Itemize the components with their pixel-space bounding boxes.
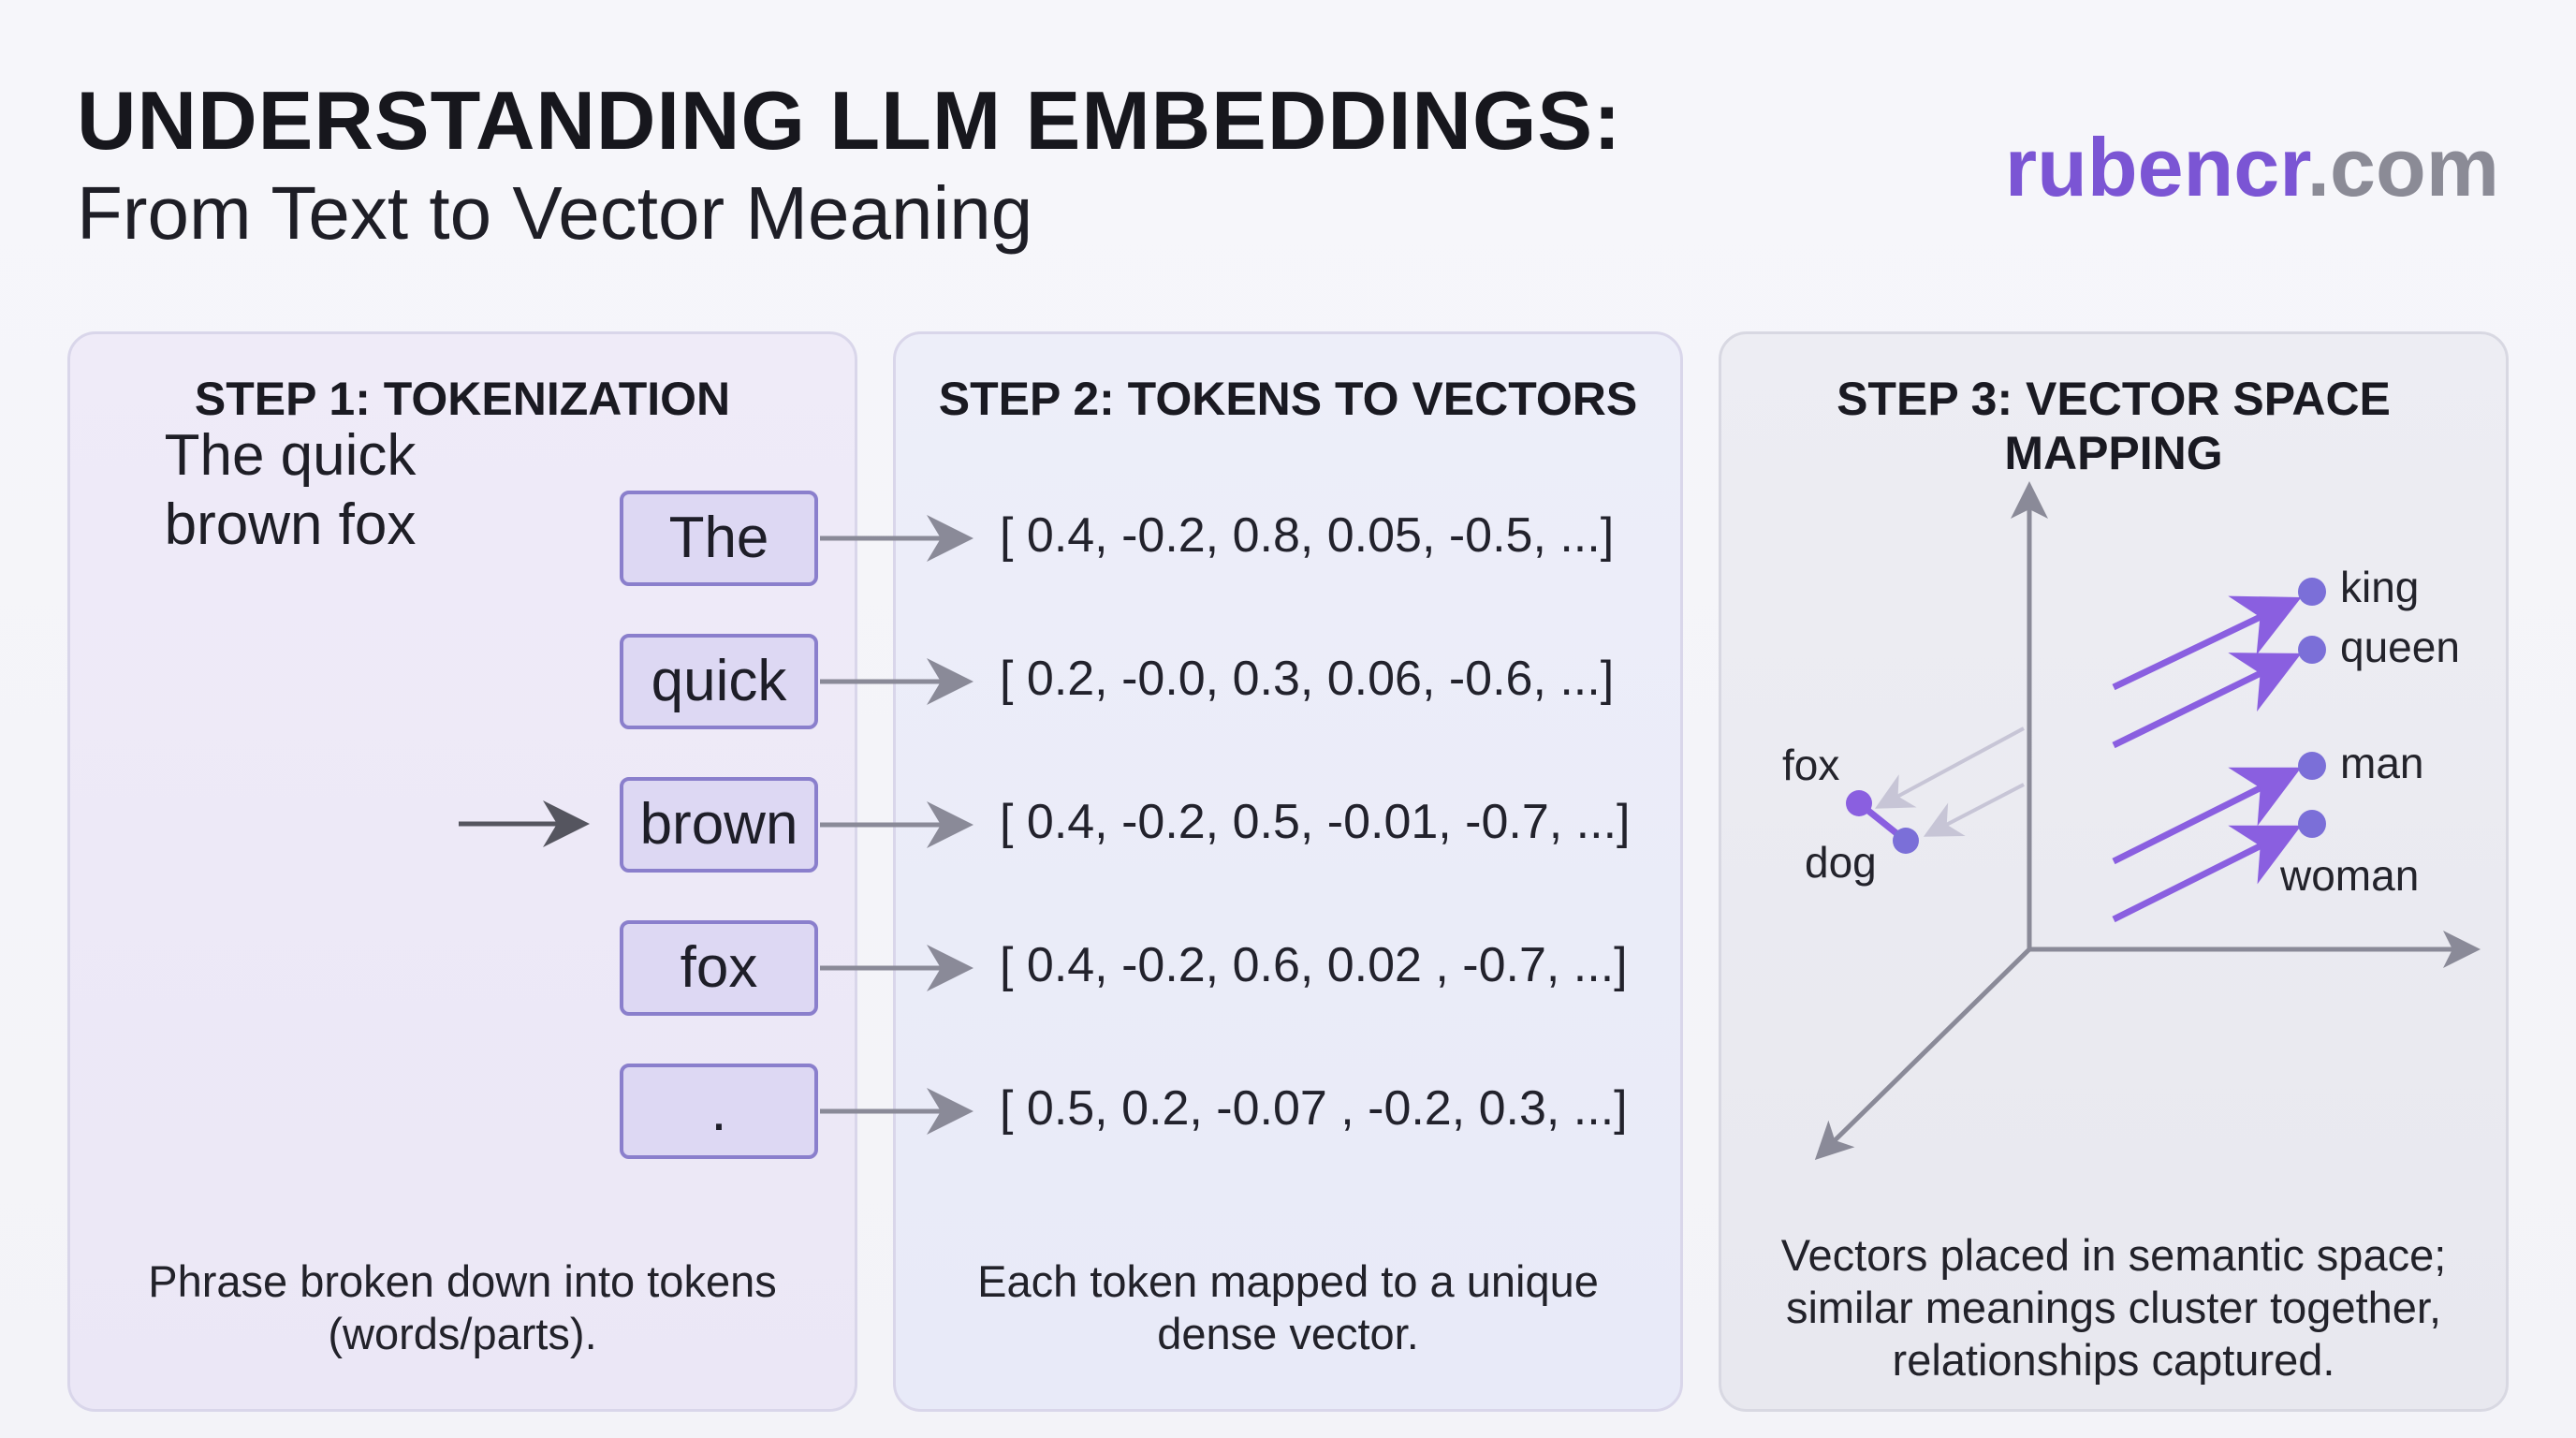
token-brown: brown [620, 777, 818, 873]
label-woman: woman [2280, 851, 2420, 900]
step3-caption-line2: similar meanings cluster together, [1785, 1283, 2442, 1332]
brand-name: rubencr [2004, 121, 2307, 213]
step3-caption: Vectors placed in semantic space; simila… [1721, 1229, 2506, 1387]
page-title: UNDERSTANDING LLM EMBEDDINGS: [77, 74, 1622, 167]
step2-panel: STEP 2: TOKENS TO VECTORS Each token map… [893, 331, 1683, 1412]
input-phrase: The quick brown fox [131, 421, 449, 560]
vector-the: [ 0.4, -0.2, 0.8, 0.05, -0.5, ...] [1000, 508, 1615, 563]
vector-quick: [ 0.2, -0.0, 0.3, 0.06, -0.6, ...] [1000, 652, 1615, 706]
step3-caption-line3: relationships captured. [1892, 1335, 2335, 1385]
step1-title: STEP 1: TOKENIZATION [194, 373, 731, 425]
vector-brown: [ 0.4, -0.2, 0.5, -0.01, -0.7, ...] [1000, 795, 1631, 849]
vector-fox: [ 0.4, -0.2, 0.6, 0.02 , -0.7, ...] [1000, 938, 1628, 992]
label-queen: queen [2340, 623, 2460, 671]
vector-period: [ 0.5, 0.2, -0.07 , -0.2, 0.3, ...] [1000, 1081, 1628, 1136]
step2-caption-line1: Each token mapped to a unique [977, 1256, 1599, 1306]
token-fox: fox [620, 920, 818, 1016]
token-period: . [620, 1064, 818, 1159]
step1-caption: Phrase broken down into tokens (words/pa… [70, 1255, 855, 1360]
step2-caption-line2: dense vector. [1157, 1309, 1419, 1358]
step1-caption-line1: Phrase broken down into tokens [148, 1256, 777, 1306]
token-the: The [620, 491, 818, 586]
phrase-line2: brown fox [164, 492, 417, 557]
label-king: king [2340, 563, 2420, 611]
label-man: man [2340, 739, 2424, 787]
page-subtitle: From Text to Vector Meaning [77, 171, 1033, 255]
step3-title: STEP 3: VECTOR SPACE MAPPING [1837, 373, 2391, 479]
token-quick: quick [620, 634, 818, 729]
phrase-line1: The quick [164, 423, 417, 488]
brand-logo: rubencr.com [1975, 120, 2499, 215]
step3-caption-line1: Vectors placed in semantic space; [1780, 1230, 2447, 1280]
step1-caption-line2: (words/parts). [328, 1309, 597, 1358]
label-dog: dog [1805, 838, 1877, 887]
brand-domain: .com [2306, 121, 2499, 213]
step2-title: STEP 2: TOKENS TO VECTORS [938, 373, 1638, 425]
label-fox: fox [1782, 741, 1840, 789]
step2-caption: Each token mapped to a unique dense vect… [896, 1255, 1680, 1360]
